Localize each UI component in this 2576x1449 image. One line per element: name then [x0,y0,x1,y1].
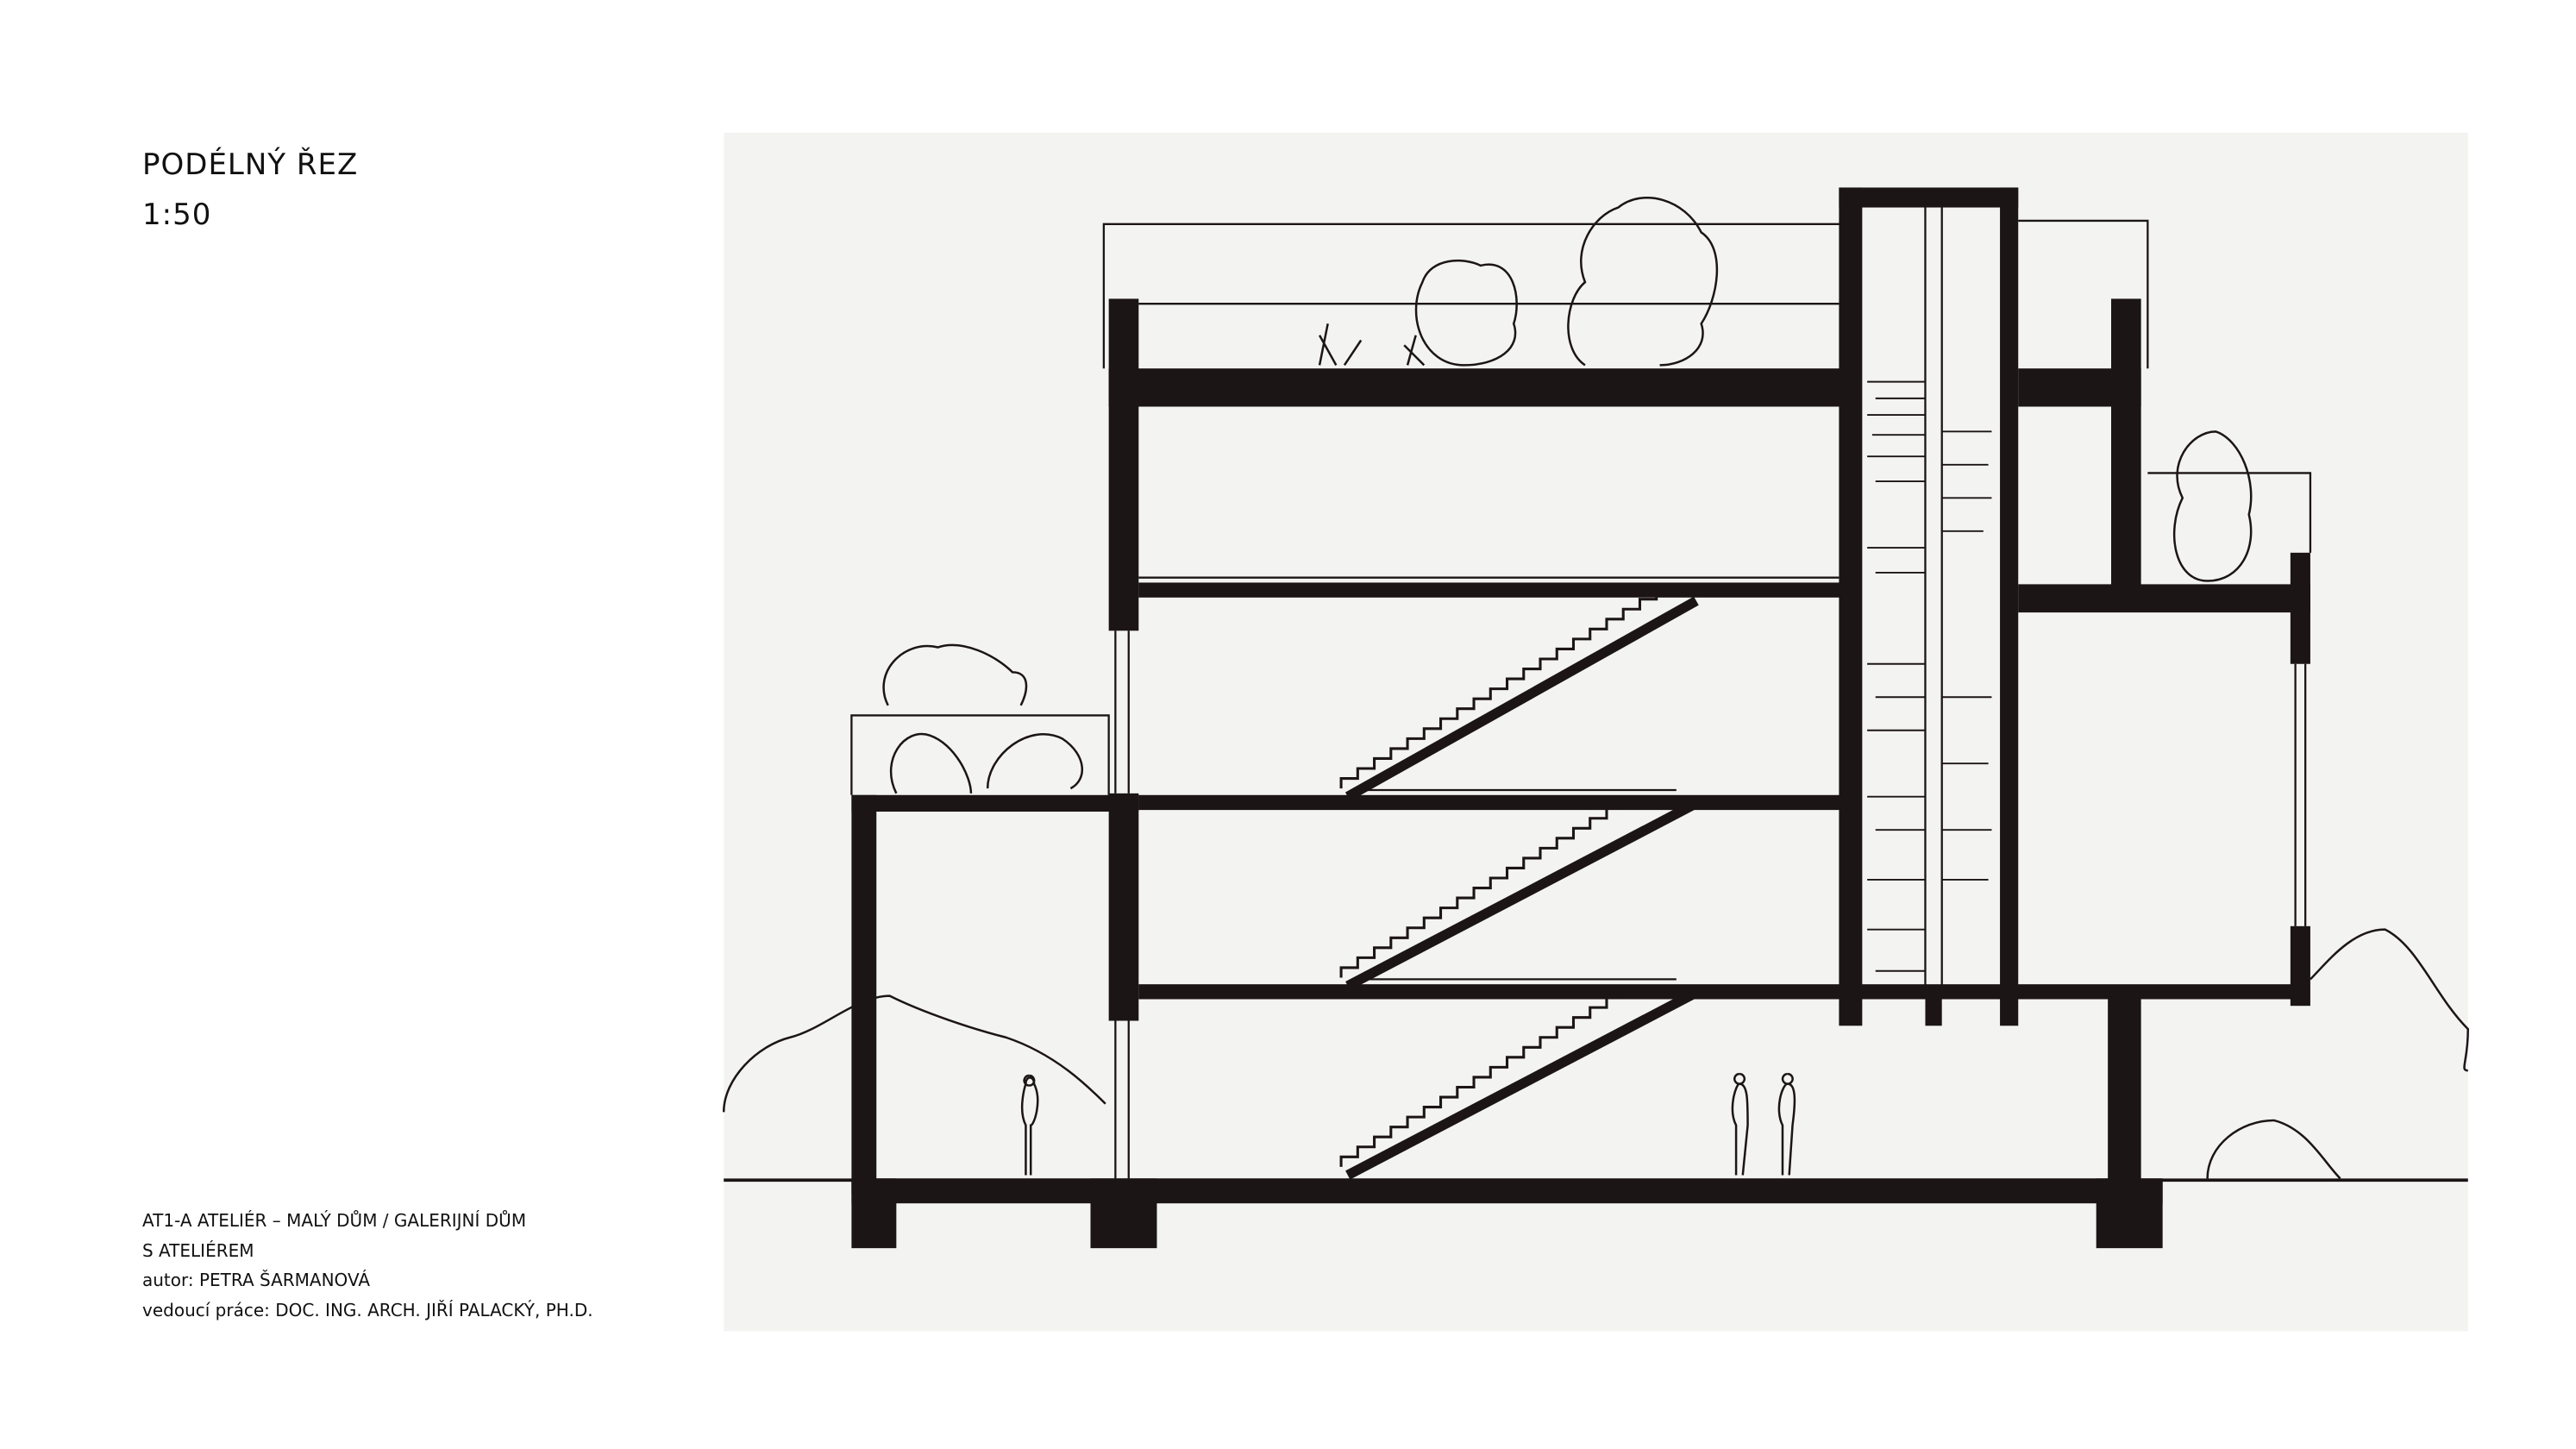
tower-stair-treads [1867,380,1992,972]
shrub-icon [722,994,1106,1113]
person-icon [1731,1072,1749,1176]
project-line-2: S ATELIÉREM [142,1239,254,1261]
credits-block: AT1-A ATELIÉR – MALÝ DŮM / GALERIJNÍ DŮM… [142,1206,593,1325]
paper-scan-background [724,132,2468,1332]
drawing-title-block: PODÉLNÝ ŘEZ 1:50 [142,140,358,240]
stairs [1344,596,1699,1180]
tree-icon [1414,259,1518,367]
drawing-scale: 1:50 [142,198,212,232]
vegetation [722,196,2469,1180]
shrub-icon [882,643,1083,794]
person-icon [1777,1072,1796,1176]
tree-icon [1567,196,1719,367]
author-line: autor: PETRA ŠARMANOVÁ [142,1270,371,1290]
grass-icon [1318,323,1426,367]
person-icon [1020,1074,1039,1176]
project-line-1: AT1-A ATELIÉR – MALÝ DŮM / GALERIJNÍ DŮM [142,1210,527,1231]
tree-icon [2172,430,2253,582]
stair-steps [1339,587,1673,1167]
shrub-icon [2206,1119,2341,1180]
supervisor-line: vedoucí práce: DOC. ING. ARCH. JIŘÍ PALA… [142,1299,593,1320]
structure [851,187,2310,1249]
drawing-title: PODÉLNÝ ŘEZ [142,147,359,182]
shrub-icon [2310,928,2469,1072]
